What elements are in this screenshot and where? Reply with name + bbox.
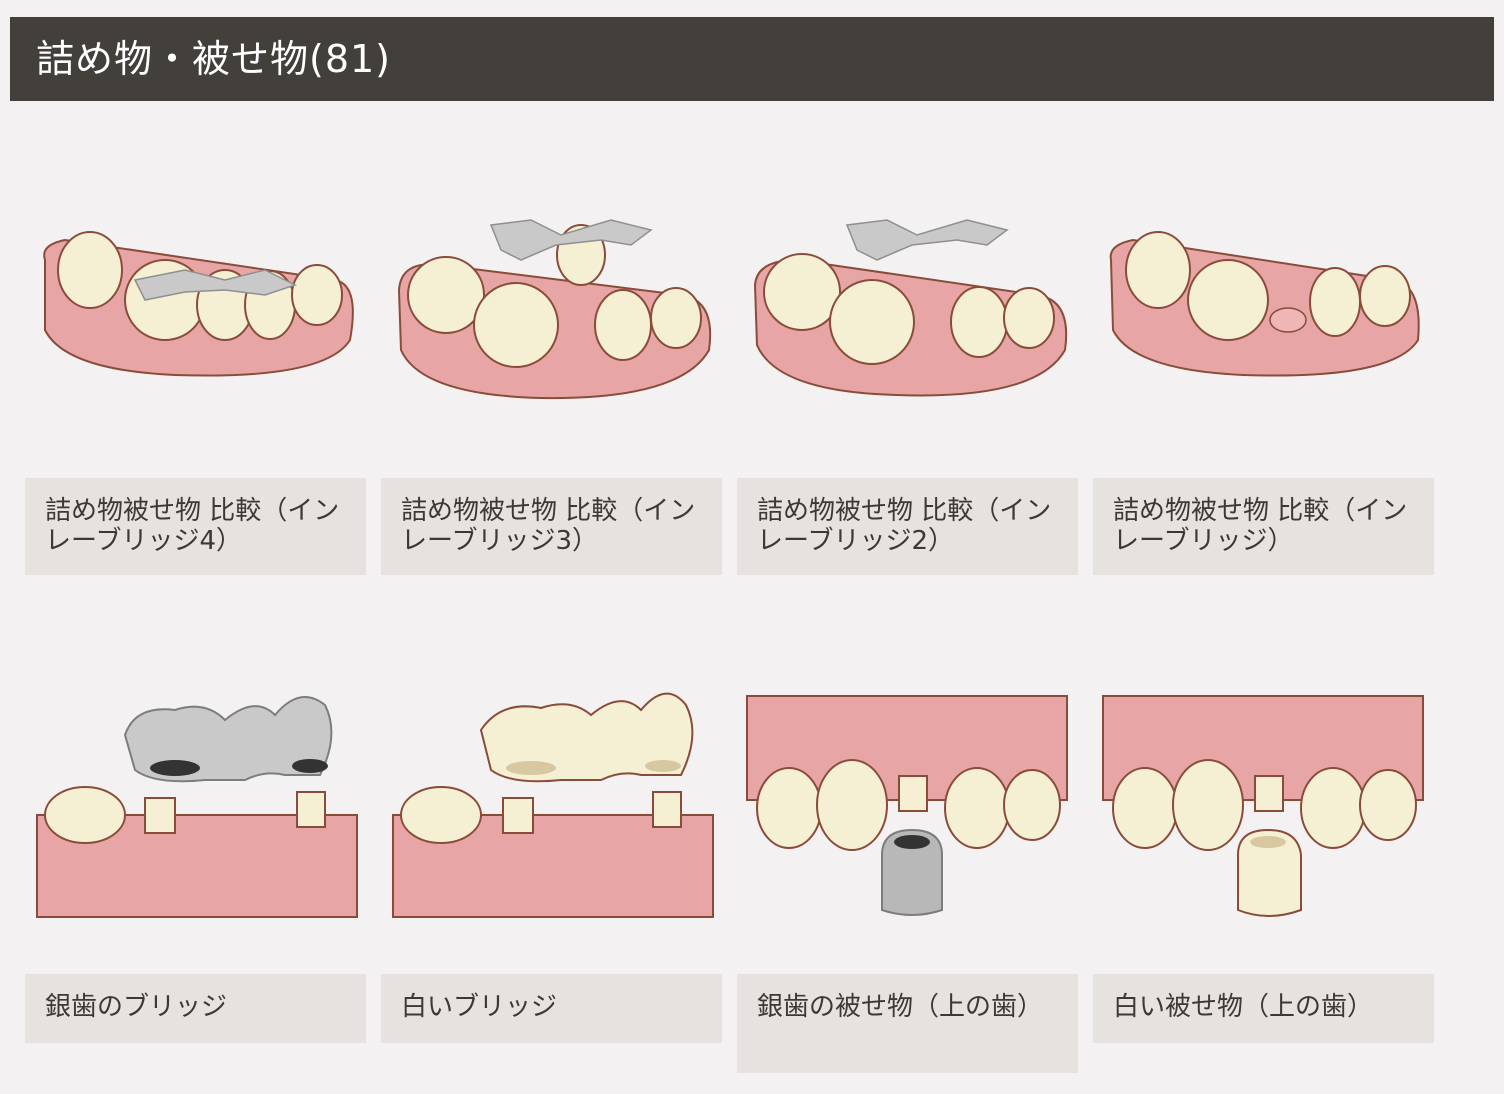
gallery-item-4[interactable]: 詰め物被せ物 比較（インレーブリッジ） <box>1093 200 1434 576</box>
item-label-7[interactable]: 銀歯の被せ物（上の歯） <box>737 974 1078 1073</box>
item-label-3[interactable]: 詰め物被せ物 比較（インレーブリッジ2） <box>737 478 1078 575</box>
item-label-8[interactable]: 白い被せ物（上の歯） <box>1093 974 1434 1043</box>
item-label-5[interactable]: 銀歯のブリッジ <box>25 974 366 1043</box>
category-title: 詰め物・被せ物(81) <box>36 37 392 81</box>
item-label-1[interactable]: 詰め物被せ物 比較（インレーブリッジ4） <box>25 478 366 575</box>
thumbnail-2[interactable] <box>381 200 722 440</box>
gallery-item-6[interactable]: 白いブリッジ <box>381 680 722 1046</box>
gallery-item-5[interactable]: 銀歯のブリッジ <box>25 680 366 1046</box>
item-label-4[interactable]: 詰め物被せ物 比較（インレーブリッジ） <box>1093 478 1434 575</box>
gallery-item-7[interactable]: 銀歯の被せ物（上の歯） <box>737 680 1078 1076</box>
thumbnail-6[interactable] <box>381 680 722 925</box>
thumbnail-1[interactable] <box>25 200 366 440</box>
thumbnail-8[interactable] <box>1093 680 1434 930</box>
thumbnail-4[interactable] <box>1093 200 1434 440</box>
gallery-item-8[interactable]: 白い被せ物（上の歯） <box>1093 680 1434 1046</box>
thumbnail-5[interactable] <box>25 680 366 925</box>
item-label-2[interactable]: 詰め物被せ物 比較（インレーブリッジ3） <box>381 478 722 575</box>
thumbnail-7[interactable] <box>737 680 1078 930</box>
gallery-item-3[interactable]: 詰め物被せ物 比較（インレーブリッジ2） <box>737 200 1078 576</box>
thumbnail-3[interactable] <box>737 200 1078 440</box>
gallery-item-1[interactable]: 詰め物被せ物 比較（インレーブリッジ4） <box>25 200 366 576</box>
category-header: 詰め物・被せ物(81) <box>10 17 1494 101</box>
gallery-item-2[interactable]: 詰め物被せ物 比較（インレーブリッジ3） <box>381 200 722 576</box>
item-label-6[interactable]: 白いブリッジ <box>381 974 722 1043</box>
